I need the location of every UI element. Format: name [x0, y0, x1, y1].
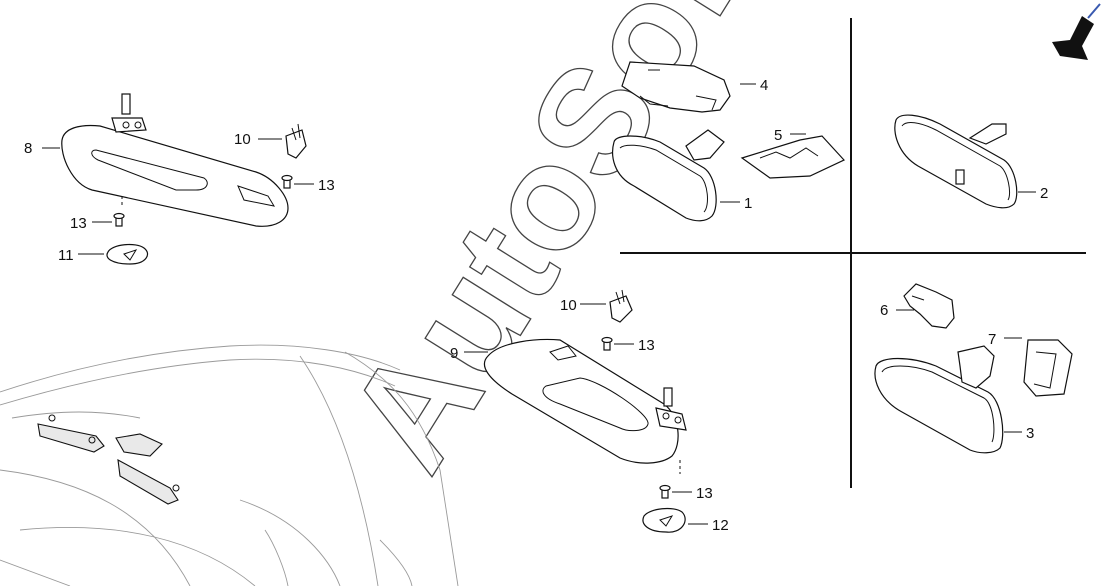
mirror-cover-upper [621, 61, 731, 113]
rearview-mirror-2 [894, 114, 1018, 209]
visor-clip-upper [285, 123, 307, 159]
watermark: AutoSoft [314, 0, 793, 498]
callout-5: 5 [774, 127, 782, 144]
sunvisor-left [61, 93, 289, 227]
visor-cover-left [106, 243, 149, 265]
callout-13-clip-lower: 13 [638, 337, 655, 354]
screw-visor-left [113, 196, 125, 227]
vehicle-sunvisor-location [37, 414, 180, 505]
mirror-stem-cover [1023, 339, 1073, 397]
callout-2: 2 [1040, 185, 1048, 202]
callout-3: 3 [1026, 425, 1034, 442]
callout-8: 8 [24, 140, 32, 157]
rearview-mirror-manual [612, 129, 725, 222]
screw-visor-right [659, 460, 681, 499]
callout-13-visor-right: 13 [696, 485, 713, 502]
sunvisor-right [483, 338, 687, 464]
visor-clip-lower [609, 289, 633, 323]
callout-1: 1 [744, 195, 752, 212]
vehicle-outline [0, 344, 459, 586]
callout-13-visor-left: 13 [70, 215, 87, 232]
callout-4: 4 [760, 77, 768, 94]
callout-13-clip-upper: 13 [318, 177, 335, 194]
callout-10-upper: 10 [234, 131, 251, 148]
visor-cover-right [642, 507, 686, 533]
callout-10-lower: 10 [560, 297, 577, 314]
front-direction-arrow-icon [1052, 3, 1101, 60]
watermark-text: AutoSoft [315, 0, 793, 497]
screw-clip-upper [281, 174, 293, 189]
callout-6: 6 [880, 302, 888, 319]
mirror-bracket [903, 283, 955, 329]
callout-7: 7 [988, 331, 996, 348]
screw-clip-lower [601, 336, 613, 351]
callouts: 8 10 13 13 11 10 13 9 13 12 4 5 1 2 6 7 [24, 77, 1048, 534]
callout-9: 9 [450, 345, 458, 362]
section-separators [620, 18, 1086, 488]
mirror-cover-lower [740, 135, 845, 179]
rearview-mirror-auto-dimming [874, 345, 1004, 454]
callout-12: 12 [712, 517, 729, 534]
callout-11: 11 [58, 247, 74, 264]
